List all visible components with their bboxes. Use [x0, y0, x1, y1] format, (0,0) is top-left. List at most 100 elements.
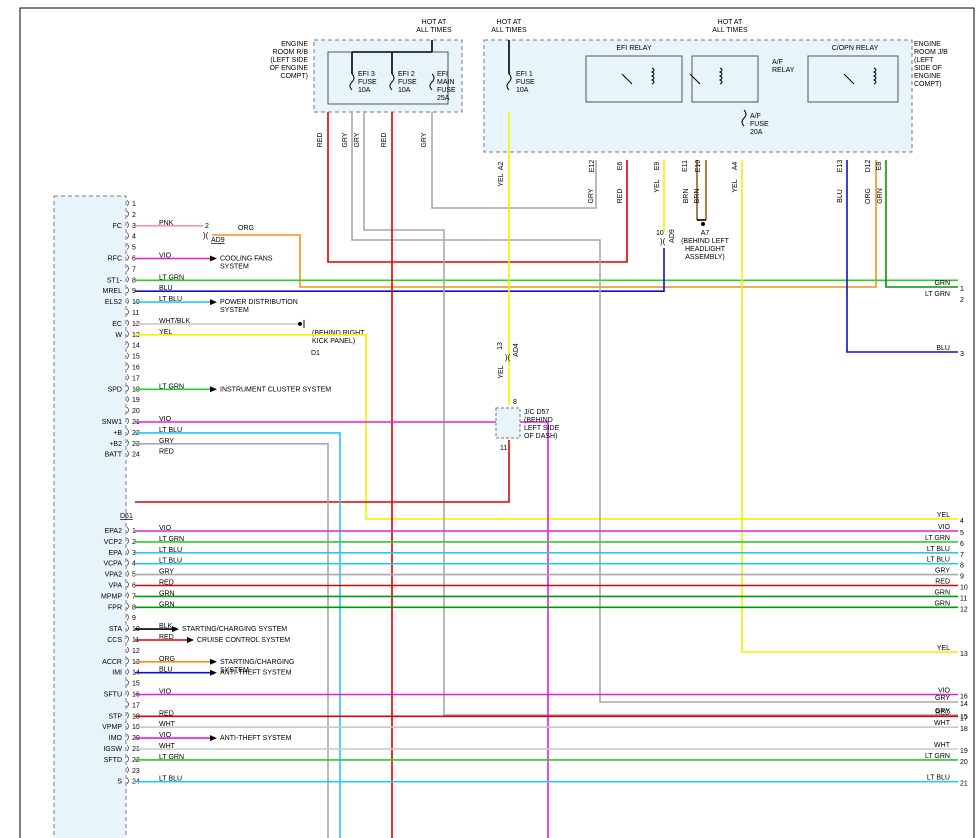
copn-relay-label: C/OPN RELAY	[832, 45, 879, 52]
gry-wire-efimain	[431, 112, 597, 209]
right-terminal-number: 10	[960, 585, 968, 592]
right-terminal-number: 5	[960, 530, 964, 537]
af-relay-coil-icon	[718, 67, 723, 85]
engine-room-jb-box	[483, 39, 913, 153]
ecm-pin-number: 3	[132, 223, 136, 230]
wire-color-label: VIO	[159, 732, 172, 739]
right-terminal-number: 13	[960, 651, 968, 658]
top-wire-label: BRN	[694, 189, 701, 204]
ecm-signal-batt: BATT	[105, 452, 123, 459]
wire-color-label: GRN	[159, 601, 175, 608]
connector-pin-label: D12	[865, 159, 872, 172]
right-wire-label: GRN	[934, 280, 950, 287]
engine-room-jb-label: ROOM J/B	[914, 49, 948, 56]
imo-arrow-icon	[210, 735, 217, 742]
efi2-fuse-label: 10A	[398, 87, 411, 94]
ecm-signal-sftd: SFTD	[104, 757, 122, 764]
ecm-signal-accr: ACCR	[102, 659, 122, 666]
ecm-pin-icon	[126, 199, 129, 207]
engine-room-rb-label: (LEFT SIDE	[270, 57, 308, 64]
right-terminal-number: 11	[960, 595, 967, 602]
page-frame	[19, 7, 975, 838]
ad9-connector-icon: )(	[203, 231, 209, 240]
ecm-pin-icon	[126, 265, 129, 272]
right-wire-label: LT GRN	[925, 753, 950, 760]
efi-main-fuse-label: EFI	[437, 71, 448, 78]
ecm-signal-imo: IMO	[109, 735, 123, 742]
ecm-pin-icon	[126, 613, 129, 621]
ground-a7-label: A7	[701, 230, 710, 237]
hot-at-all-times-label: ALL TIMES	[416, 27, 452, 34]
wire-color-label: ORG	[159, 656, 175, 663]
connector-pin-label: E12	[589, 160, 596, 173]
efi1-fuse-label: 10A	[516, 87, 529, 94]
ecm-pin-number: 23	[132, 768, 140, 775]
ecm-pin-icon	[126, 712, 129, 719]
ecm-pin-icon	[126, 210, 129, 218]
snw1-wire	[135, 421, 549, 838]
ad4-connector-icon: )(	[505, 353, 511, 362]
ecm-pin-number: 14	[132, 343, 140, 350]
connector-pin-label: E10	[695, 160, 702, 173]
ecm-pin-icon	[126, 341, 129, 348]
right-terminal-number: 9	[960, 574, 964, 581]
ecm-pin-icon	[126, 766, 129, 774]
right-wire-label: LT BLU	[927, 775, 950, 782]
ecm-signal-fc: FC	[113, 223, 122, 230]
ecm-pin-number: 1	[132, 201, 136, 208]
ecm-pin-icon	[126, 319, 129, 327]
right-wire-label: LT GRN	[925, 535, 950, 542]
ecm-pin-number: 5	[132, 572, 136, 579]
ecm-signal-vpa: VPA	[109, 583, 123, 590]
right-terminal-number: 7	[960, 552, 964, 559]
right-wire-label: GRN	[934, 600, 950, 607]
engine-room-rb-label: COMPT)	[280, 73, 308, 80]
ecm-pin-icon	[126, 406, 129, 414]
plusb-wire	[135, 432, 341, 838]
right-wire-label: GRN	[934, 589, 950, 596]
ecm-pin-icon	[126, 221, 129, 229]
ccs-arrow-icon	[187, 637, 194, 643]
ecm-pin-number: 15	[132, 354, 140, 361]
batt-wire	[135, 440, 510, 503]
efi3-fuse-icon	[349, 73, 355, 91]
hot-at-all-times-label: ALL TIMES	[712, 27, 748, 34]
wire-color-label: VIO	[159, 253, 172, 260]
efi-main-fuse-label: 25A	[437, 95, 450, 102]
ecm-pin-icon	[126, 755, 129, 763]
ecm-signal-sftu: SFTU	[104, 692, 122, 699]
wire-color-label: LT BLU	[159, 427, 182, 434]
right-wire-label: LT BLU	[927, 557, 950, 564]
top-wire-label: YEL	[498, 173, 505, 186]
ecm-pin-number: 8	[132, 277, 136, 284]
wire-color-label: GRY	[159, 438, 174, 445]
ecm-pin-icon	[126, 417, 129, 425]
wire-color-label: RED	[159, 449, 174, 456]
ecm-pin-icon	[126, 297, 129, 305]
connector-pin-label: A2	[498, 162, 505, 171]
right-terminal-number: 12	[960, 606, 968, 613]
top-wire-label: GRY	[354, 132, 361, 147]
ecm-pin-icon	[126, 646, 129, 654]
mrel-wire	[135, 248, 665, 293]
wire-color-label: LT GRN	[159, 274, 184, 281]
jc-d57-label: J/C D57	[524, 409, 549, 416]
right-terminal-number: 16	[960, 694, 968, 701]
accr-destination: STARTING/CHARGING	[220, 659, 294, 666]
top-wire-label: GRY	[342, 132, 349, 147]
wire-color-label: BLU	[159, 667, 173, 674]
right-wire-label: RED	[935, 709, 950, 716]
ecm-signal-igsw: IGSW	[103, 746, 122, 753]
ad9r-connector-label: AD9	[669, 229, 676, 243]
ecm-box	[53, 195, 127, 838]
hot-at-all-times-label: HOT AT	[718, 19, 743, 26]
right-terminal-number: 15	[960, 714, 968, 721]
af-fuse-label: A/F	[750, 113, 761, 120]
copn-relay-switch-icon	[843, 73, 855, 85]
ecm-signal-w: W	[115, 332, 122, 339]
ecm-pin-icon	[126, 603, 129, 610]
af-relay-switch-icon	[689, 73, 701, 85]
copn-relay-box	[807, 55, 899, 103]
right-terminal-number: 18	[960, 726, 968, 733]
sta-destination: STARTING/CHARGING SYSTEM	[182, 626, 287, 633]
